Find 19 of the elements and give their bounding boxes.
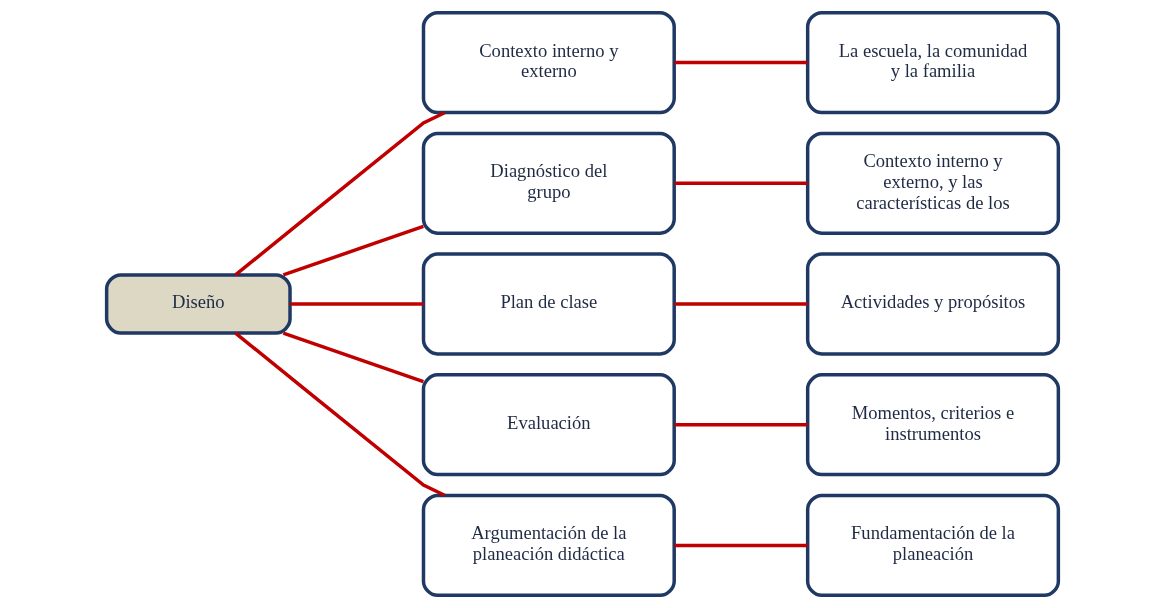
node-box: Argumentación de la planeación didáctica (421, 493, 676, 598)
connector (674, 422, 807, 427)
node-box: Actividades y propósitos (805, 252, 1060, 356)
connector (674, 181, 807, 186)
connector (674, 302, 807, 306)
node-box: Diseño (104, 273, 292, 335)
node-box: Plan de clase (421, 252, 676, 356)
connector (282, 331, 424, 384)
node-box: La escuela, la comunidad y la familia (805, 10, 1060, 115)
node-box: Fundamentación de la planeación (805, 493, 1060, 598)
connector (674, 60, 807, 65)
connector (282, 224, 424, 277)
node-box: Contexto interno y externo (421, 10, 676, 115)
node-box: Contexto interno y externo, y las características de los (805, 131, 1060, 235)
node-box: Momentos, criterios e instrumentos (805, 373, 1060, 477)
connector (674, 543, 807, 548)
connector (289, 302, 423, 306)
node-box: Evaluación (421, 373, 676, 477)
node-box: Diagnóstico del grupo (421, 131, 676, 235)
